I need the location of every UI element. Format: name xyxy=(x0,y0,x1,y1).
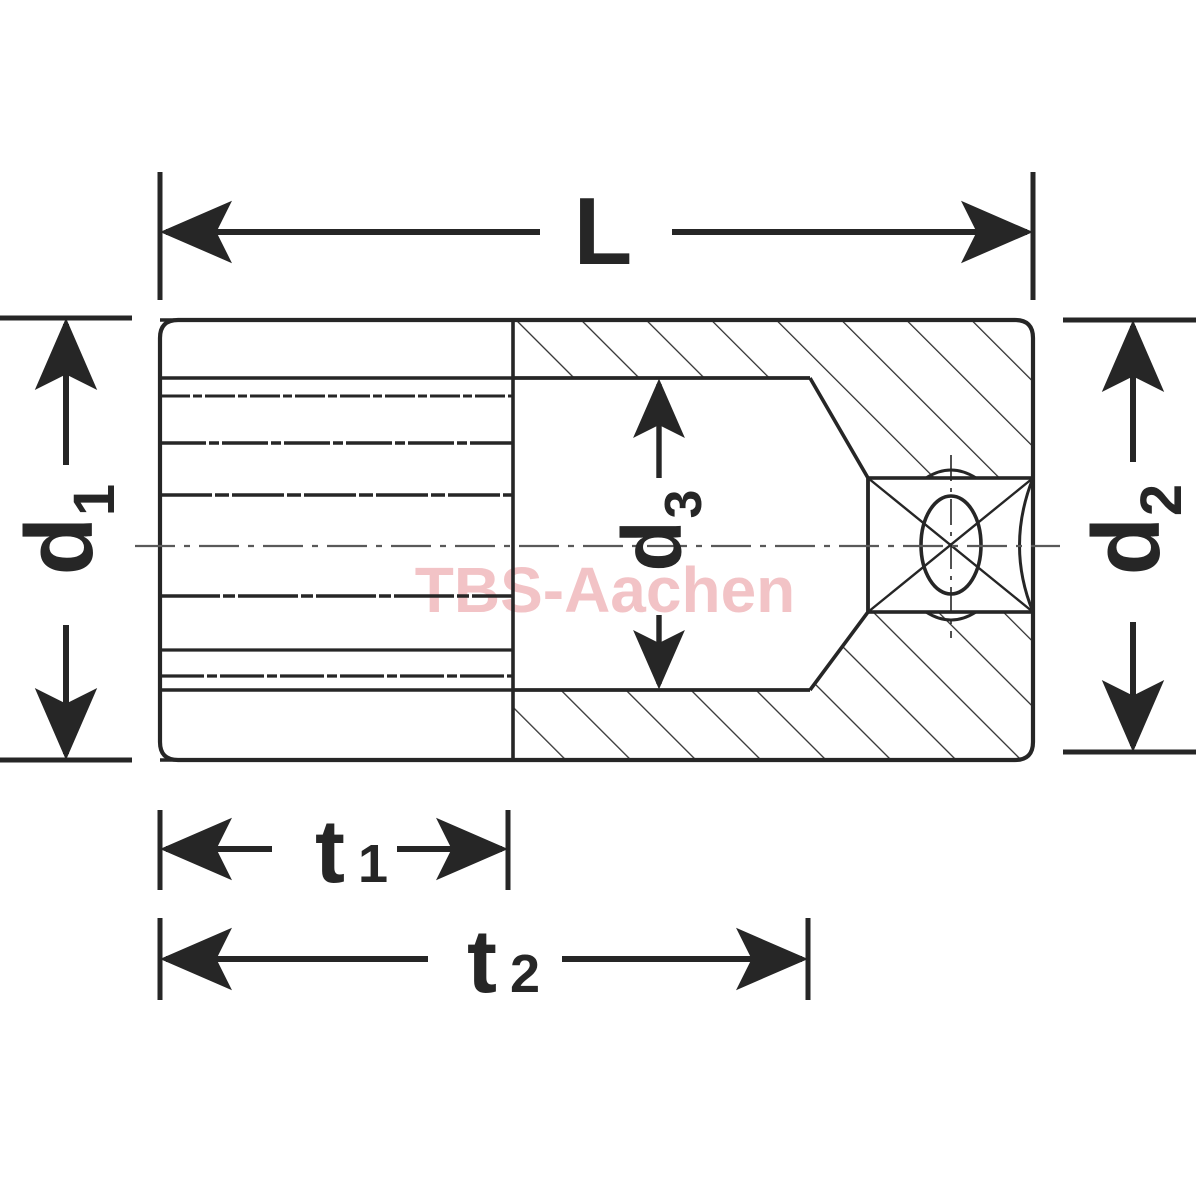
dimension-label-t1: t xyxy=(315,802,345,902)
dimension-L: L xyxy=(157,172,1036,300)
watermark: TBS-Aachen xyxy=(415,554,796,626)
dimension-subscript-d3: 3 xyxy=(655,490,713,519)
hatch-fill-drive-bottom xyxy=(810,612,1033,690)
dimension-label-L: L xyxy=(574,178,633,285)
hatch-fill-drive-top xyxy=(810,378,1033,478)
dimension-label-d3: d xyxy=(605,520,699,571)
hatch-top-wall xyxy=(160,320,1033,378)
d2-label-group: d 2 xyxy=(1073,484,1194,575)
dimension-subscript-d1: 1 xyxy=(62,484,127,516)
t2-label-group: t 2 xyxy=(467,912,540,1012)
socket-body xyxy=(135,317,1060,763)
dimension-subscript-d2: 2 xyxy=(1129,484,1194,516)
dimension-t1: t 1 xyxy=(157,802,511,902)
hatch-fill-top xyxy=(160,320,1033,378)
twelve-point-profile-lines xyxy=(160,394,513,678)
watermark-label: TBS-Aachen xyxy=(415,554,796,626)
d1-label-group: d 1 xyxy=(6,484,127,575)
dimension-label-d2: d xyxy=(1073,517,1180,576)
dimension-d3: d 3 xyxy=(605,378,713,690)
hatch-drive-top xyxy=(810,378,1033,690)
dimension-label-t2: t xyxy=(467,912,497,1012)
dimension-subscript-t2: 2 xyxy=(510,944,540,1004)
socket-outer-outline xyxy=(157,317,1036,763)
dimension-d2: d 2 xyxy=(1063,317,1196,755)
d3-label-group: d 3 xyxy=(605,490,713,572)
dimension-t2: t 2 xyxy=(157,912,811,1012)
hatch-bottom-wall xyxy=(160,690,1033,760)
dimension-label-d1: d xyxy=(6,517,113,576)
t1-label-group: t 1 xyxy=(315,802,388,902)
dimension-d1: d 1 xyxy=(0,315,132,763)
dimension-subscript-t1: 1 xyxy=(358,834,388,894)
twelve-point-section-boundary xyxy=(160,318,515,762)
hatch-fill-bottom xyxy=(160,690,1033,760)
